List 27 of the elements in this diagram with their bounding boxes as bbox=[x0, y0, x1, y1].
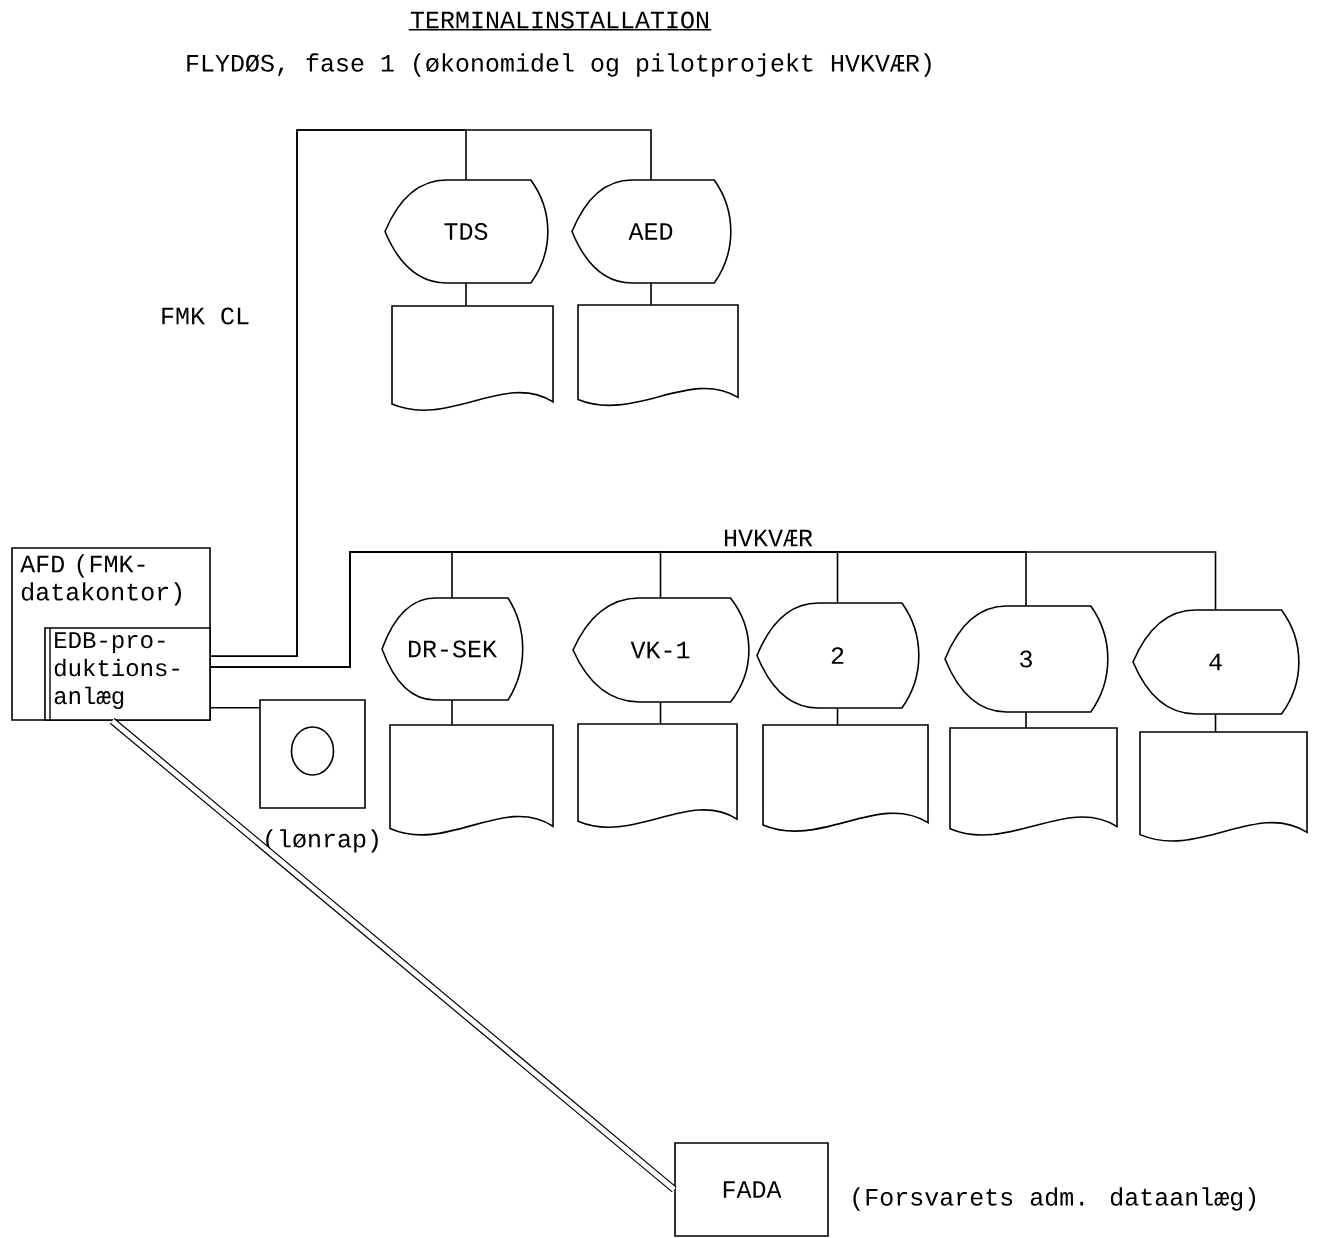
connector-line bbox=[210, 129, 652, 657]
document-symbol bbox=[1139, 731, 1308, 842]
title: TERMINALINSTALLATION bbox=[408, 11, 712, 31]
connector-line bbox=[659, 701, 662, 725]
connector-line bbox=[210, 551, 1217, 668]
connector-line bbox=[210, 707, 260, 709]
node-label: (Forsvarets adm. dataanlæg) bbox=[853, 1187, 1255, 1211]
connector-line bbox=[1214, 713, 1217, 733]
label: FMK CL bbox=[162, 307, 249, 325]
box: FADA bbox=[674, 1142, 829, 1237]
connector-line bbox=[650, 282, 652, 306]
connector-line bbox=[1025, 711, 1027, 729]
connector-line bbox=[109, 717, 677, 1193]
document-symbol bbox=[762, 724, 929, 832]
disk-symbol bbox=[259, 699, 366, 809]
document-symbol bbox=[577, 304, 739, 407]
box: EDB-pro- duktions- anlæg bbox=[44, 627, 211, 721]
label: HVKVÆR bbox=[725, 529, 813, 547]
document-symbol bbox=[949, 727, 1118, 836]
document-symbol bbox=[389, 724, 554, 836]
document-symbol bbox=[577, 723, 738, 828]
document-symbol bbox=[391, 305, 554, 411]
connector-line bbox=[451, 699, 453, 726]
node-label: (lønrap) bbox=[266, 829, 378, 853]
connector-line bbox=[836, 707, 839, 726]
label: FLYDØS, fase 1 (økonomidel og pilotprojekt HVKVÆR) bbox=[187, 53, 931, 77]
connector-line bbox=[465, 282, 467, 307]
